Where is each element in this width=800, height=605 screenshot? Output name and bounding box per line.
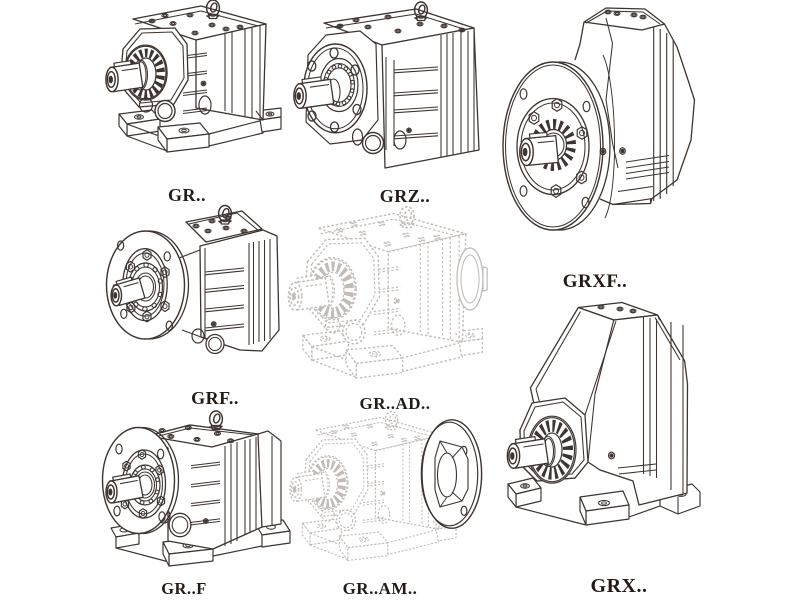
svg-text:GRX..: GRX..	[591, 575, 648, 597]
svg-text:GRF..: GRF..	[191, 388, 239, 408]
svg-text:GR..AM..: GR..AM..	[343, 579, 418, 598]
svg-text:GR..AD..: GR..AD..	[359, 394, 430, 413]
svg-text:GRZ..: GRZ..	[380, 186, 431, 206]
svg-text:GRXF..: GRXF..	[563, 271, 628, 292]
svg-text:GR..: GR..	[168, 185, 206, 205]
svg-text:GR..F: GR..F	[161, 579, 207, 598]
